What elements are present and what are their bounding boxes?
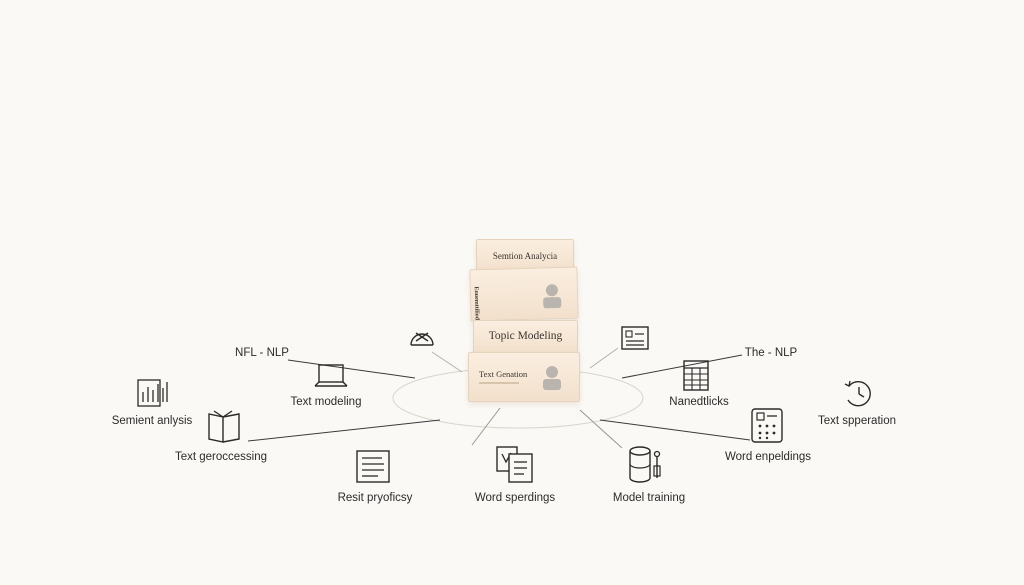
connector-model-training — [579, 409, 623, 449]
label-sentiment-analysis: Semient anlysis — [111, 415, 193, 427]
stack-box-sentiment-label: Semtion Analycia — [492, 251, 558, 261]
label-model-training: Model training — [612, 492, 686, 504]
list-document-icon — [621, 326, 649, 350]
book-icon — [208, 410, 240, 443]
label-nfl-nlp: NFL - NLP — [235, 347, 289, 359]
label-text-separation: Text spperation — [818, 415, 896, 427]
spreadsheet-icon — [683, 360, 709, 391]
connector-list-doc — [589, 347, 619, 369]
gauge-icon — [410, 332, 434, 346]
connector-word-embeddings — [599, 419, 751, 441]
stack-box-entity: Enuemttiliod — [469, 266, 579, 322]
connector-gauge — [431, 351, 463, 373]
calculator-icon — [751, 408, 783, 443]
connector-the-nlp — [621, 354, 743, 379]
stack-box-topic: Topic Modeling — [473, 320, 578, 354]
connector-word-sperdings — [471, 407, 501, 446]
label-word-sperdings: Word sperdings — [474, 492, 556, 504]
label-nanedtlicks: Nanedtlicks — [669, 396, 729, 408]
label-word-embeddings: Word enpeldings — [724, 451, 812, 463]
bar-chart-icon — [137, 379, 168, 407]
clock-icon — [844, 380, 871, 407]
stack-box-topic-label: Topic Modeling — [488, 330, 563, 342]
label-text-modeling: Text modeling — [290, 396, 362, 408]
stack-box-generation-underline — [479, 382, 519, 384]
label-text-processing: Text geroccessing — [174, 451, 268, 463]
database-icon — [629, 446, 661, 483]
connector-text-processing — [247, 419, 441, 442]
notes-icon — [496, 446, 533, 483]
document-icon — [356, 450, 390, 483]
label-the-nlp: The - NLP — [744, 347, 798, 359]
label-resit: Resit pryoficsy — [337, 492, 413, 504]
stack-box-generation: Text Genation — [468, 352, 580, 402]
connector-nfl-nlp — [287, 359, 416, 379]
laptop-icon — [314, 364, 348, 387]
stack-box-generation-label: Text Genation — [479, 369, 528, 379]
person-silhouette-icon — [543, 284, 562, 309]
person-silhouette-icon — [543, 366, 561, 390]
stack-box-entity-label: Enuemttiliod — [472, 286, 480, 321]
